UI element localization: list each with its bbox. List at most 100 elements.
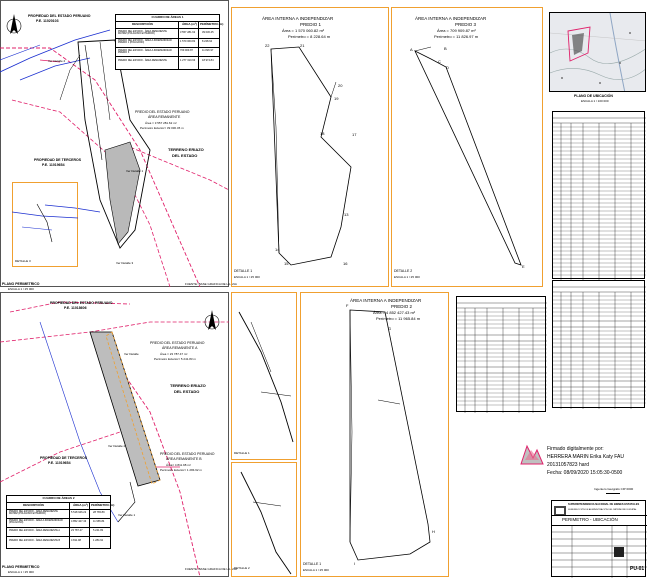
north-arrow-icon-2 [204,310,220,330]
predio-2-panel [300,292,449,577]
bl-fuente: FUENTE: BASE GRAFICA DE LA ANA [185,567,237,571]
detalle-1-v17: 17 [352,132,357,137]
cuadro-areas-1-title: CUADRO DE ÁREAS 1 [151,15,184,19]
bl-terceros-1: PROPIEDAD DE TERCEROS [40,456,88,460]
tl-pe-sup: P.E. 11020103 [36,19,59,23]
bl-terreno-1: TERRENO ERIAZO [170,383,206,388]
bl-predio-2: ÁREA REMANENTE A [162,346,198,350]
bl-remanente-area: Área= 4 811.98 m² [166,463,191,467]
bl-remanente-perimetro: Perímetro Exterior= 1 284.62 m [160,468,202,472]
stamp-label: Ingeniero Geógrafo CIP 0000 [594,487,634,491]
detalle-1-v20: 20 [338,83,343,88]
detalle-2-area: Área = 709 909.87 m² [437,28,476,33]
cuadro-areas-2-h2: ÁREA (m²) [73,503,88,507]
detalle-b2-label: DETALLE 2 [234,566,250,570]
cuadro-areas-1-h2: ÁREA (m²) [182,22,197,26]
detalle-2-label: DETALLE 2 [394,269,413,273]
title-block-plan-type: PERIMETRO - UBICACIÓN [562,517,618,522]
title-block-org-2: SUBDIRECCIÓN DE ADMINISTRACIÓN DEL PATRI… [568,509,637,511]
detalle-2-polygon [414,46,522,266]
detalle-1-polygon [270,46,352,266]
cuadro-areas-1-h1: DESCRIPCIÓN [132,22,153,26]
cuadro-areas-1: CUADRO DE ÁREAS 1 DESCRIPCIÓN ÁREA (m²) … [115,14,224,70]
predio-2-perimetro: Perímetro = 11 965.84 m [376,316,421,321]
cuadro-areas-2-row-1-per: 28 765.89 [93,511,105,514]
tl-ver-detalle-3: Ver Detalle 3 [116,261,134,265]
signature-line-4: Fecha: 08/09/2020 15:05:30-0500 [547,470,623,476]
tl-predio-2: ÁREA REMANENTE [148,115,181,119]
bl-plano-title: PLANO PERIMETRICO [2,565,40,569]
bl-predio-area: Área = 23 787.47 m² [160,352,188,356]
title-block: SUPERINTENDENCIA NACIONAL DE BIENES ESTA… [551,500,647,578]
bl-ver-detalle: Ver Detalle [124,352,139,356]
cuadro-areas-2-row-4-area: 4 811.98 [71,539,81,542]
coord-table-2 [552,280,646,409]
cuadro-areas-2-row-3-desc: PREDIO DEL ESTADO - ÁREA REMANENTE A [9,529,61,532]
title-block-lamina: PU-01 [630,566,645,572]
cuadro-areas-1-row-1-area: 3 557 281.62 [180,31,196,34]
cuadro-areas-1-row-2-area: 1 570 060.82 [180,40,196,43]
cuadro-areas-1-row-3-desc: PREDIO DEL ESTADO - ÁREA A INDEPENDIZAR … [118,49,172,55]
predio-2-label: DETALLE 1 [303,562,322,566]
bl-title-2: P.E. 11018606 [64,306,87,310]
tl-plano-scale: ESCALA 1 / 25 000 [8,287,34,291]
detalle-1-scale: ESCALA 1 / 25 000 [234,275,260,279]
cuadro-areas-2-row-4-per: 1 284.62 [93,539,104,542]
detalle-2-vc: C [438,59,441,64]
north-arrow-icon [6,14,22,34]
cuadro-areas-2-row-3-area: 23 787.47 [71,529,83,532]
predio-2-title-2: PREDIO 2 [391,304,413,309]
bl-terreno-2: DEL ESTADO [174,389,200,394]
tl-fuente: FUENTE: BASE GRAFICA DE LA ANA [185,282,237,286]
detalle-1-panel [231,7,389,287]
detalle-1-perimetro: Perímetro = 8 228.64 m [288,34,331,39]
detalle-1-title-2: PREDIO 1 [300,22,322,27]
tl-terreno-2: DEL ESTADO [172,153,198,158]
cuadro-areas-2-title: CUADRO DE ÁREAS 2 [42,496,75,500]
detalle-1-v22: 22 [265,43,270,48]
cuadro-areas-2-h3: PERÍMETRO (m) [91,503,115,507]
cuadro-areas-1-row-1-desc: PREDIO DEL ESTADO - ÁREA REMANENTE MATRI… [118,30,167,36]
detalle-1-title-1: ÁREA INTERNA A INDEPENDIZAR [262,16,334,21]
signature-line-3: 20131057823 hard [547,462,589,468]
tl-propiedad-estado: PROPIEDAD DEL ESTADO PERUANO [28,14,91,18]
signature-logo-icon [519,440,545,466]
tl-detalle-3-box [12,182,78,267]
detalle-2-vd: D [446,65,449,70]
predio-2-vg: G [388,326,392,331]
bl-remanente-2: ÁREA REMANENTE B [166,457,202,461]
detalle-1-v15: 15 [284,261,289,266]
plan-perimetrico-2-frame [0,292,229,577]
coord-table-1 [552,111,646,280]
detalle-2-ve: E [522,264,525,269]
detalle-2-title-1: ÁREA INTERNA A INDEPENDIZAR [415,16,487,21]
plan-perimetrico-1-frame [0,0,229,287]
sbn-logo-icon [554,503,566,516]
bl-remanente-1: PREDIO DEL ESTADO PERUANO [160,452,215,456]
tl-terceros-2: P.E. 11019654 [42,163,65,167]
bl-predio-1: PREDIO DEL ESTADO PERUANO [150,341,205,345]
predio-2-vi: I [354,561,356,566]
bl-ver-detalle-2: Ver Detalle 2 [108,444,126,448]
title-block-org-1: SUPERINTENDENCIA NACIONAL DE BIENES ESTA… [568,503,640,506]
signature-line-2: HERRERA MARIN Erika Katy FAU [547,454,624,460]
cuadro-areas-1-row-4-per: 18 974.84 [202,59,214,62]
detalle-b1-drawing [238,311,294,443]
cuadro-areas-2-row-3-per: 5 241.83 [93,529,104,532]
ubicacion-map [549,12,646,92]
tl-predio-perimetro: Perímetro Exterior= 39 030.45 m [140,126,184,130]
cuadro-areas-2: CUADRO DE ÁREAS 2 DESCRIPCIÓN ÁREA (m²) … [6,495,115,549]
cuadro-areas-1-row-4-desc: PREDIO DEL ESTADO - ÁREA REMANENTE [118,59,167,62]
plan-perimetrico-2-drawing [0,301,229,577]
tl-ver-detalle-2: Ver Detalle 2 [48,59,66,63]
bl-terceros-2: P.E. 11019654 [48,461,71,465]
predio-2-scale: ESCALA 1 / 25 000 [303,568,329,572]
detalle-2-panel [391,7,543,287]
detalle-1-v18: 18 [320,131,325,136]
cuadro-areas-1-row-1-per: 39 030.45 [202,31,214,34]
stamp-mark [606,493,620,496]
bl-ver-detalle-1: Ver Detalle 1 [118,513,136,517]
cuadro-areas-1-h3: PERÍMETRO (m) [200,22,224,26]
tl-ver-detalle-1: Ver Detalle 1 [126,169,144,173]
cuadro-areas-2-row-1-desc: PREDIO DEL ESTADO - ÁREA REMANENTE MATRI… [9,510,58,516]
